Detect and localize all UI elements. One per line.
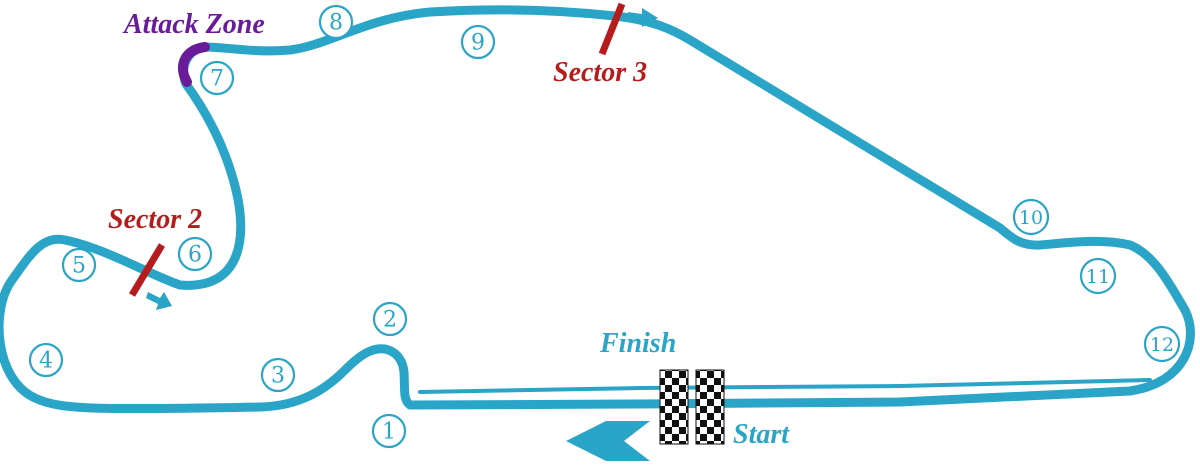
- sector2-line: [128, 243, 166, 297]
- turn-9: 9: [460, 24, 496, 60]
- turn-number: 10: [1019, 207, 1043, 229]
- sector3-direction-arrow: [628, 8, 658, 27]
- turn-8: 8: [318, 4, 354, 40]
- turn-4: 4: [28, 342, 64, 378]
- turn-number: 1: [382, 420, 396, 445]
- chevron-left-arrow-icon: [566, 421, 650, 461]
- turn-number: 6: [188, 243, 202, 268]
- turn-10: 10: [1012, 198, 1050, 236]
- turn-number: 9: [471, 31, 485, 56]
- turn-number: 2: [383, 308, 397, 333]
- attack-zone-highlight: [178, 42, 210, 87]
- sector3-line: [598, 2, 626, 56]
- turn-2: 2: [372, 301, 408, 337]
- checkered-flag-2: [695, 369, 725, 445]
- turn-number: 7: [210, 67, 224, 92]
- finish-label: Finish: [599, 328, 676, 359]
- turn-11: 11: [1079, 257, 1117, 295]
- turn-number: 4: [39, 349, 53, 374]
- checkered-flag-1: [659, 369, 689, 445]
- turn-1: 1: [371, 413, 407, 449]
- turn-7: 7: [199, 60, 235, 96]
- turn-number: 5: [72, 254, 86, 279]
- turn-5: 5: [61, 247, 97, 283]
- pit-lane-line: [418, 378, 1152, 394]
- turn-12: 12: [1143, 325, 1181, 363]
- sector2-direction-arrow: [146, 292, 172, 310]
- turn-6: 6: [177, 236, 213, 272]
- turn-number: 12: [1150, 334, 1174, 356]
- track-outline: [0, 5, 1195, 414]
- start-label: Start: [733, 419, 790, 450]
- turn-number: 11: [1086, 266, 1110, 288]
- sector3-label: Sector 3: [553, 57, 647, 88]
- attack-zone-label: Attack Zone: [122, 9, 265, 40]
- turn-number: 8: [329, 11, 343, 36]
- sector2-label: Sector 2: [108, 204, 202, 235]
- turn-3: 3: [260, 357, 296, 393]
- turn-number: 3: [271, 364, 285, 389]
